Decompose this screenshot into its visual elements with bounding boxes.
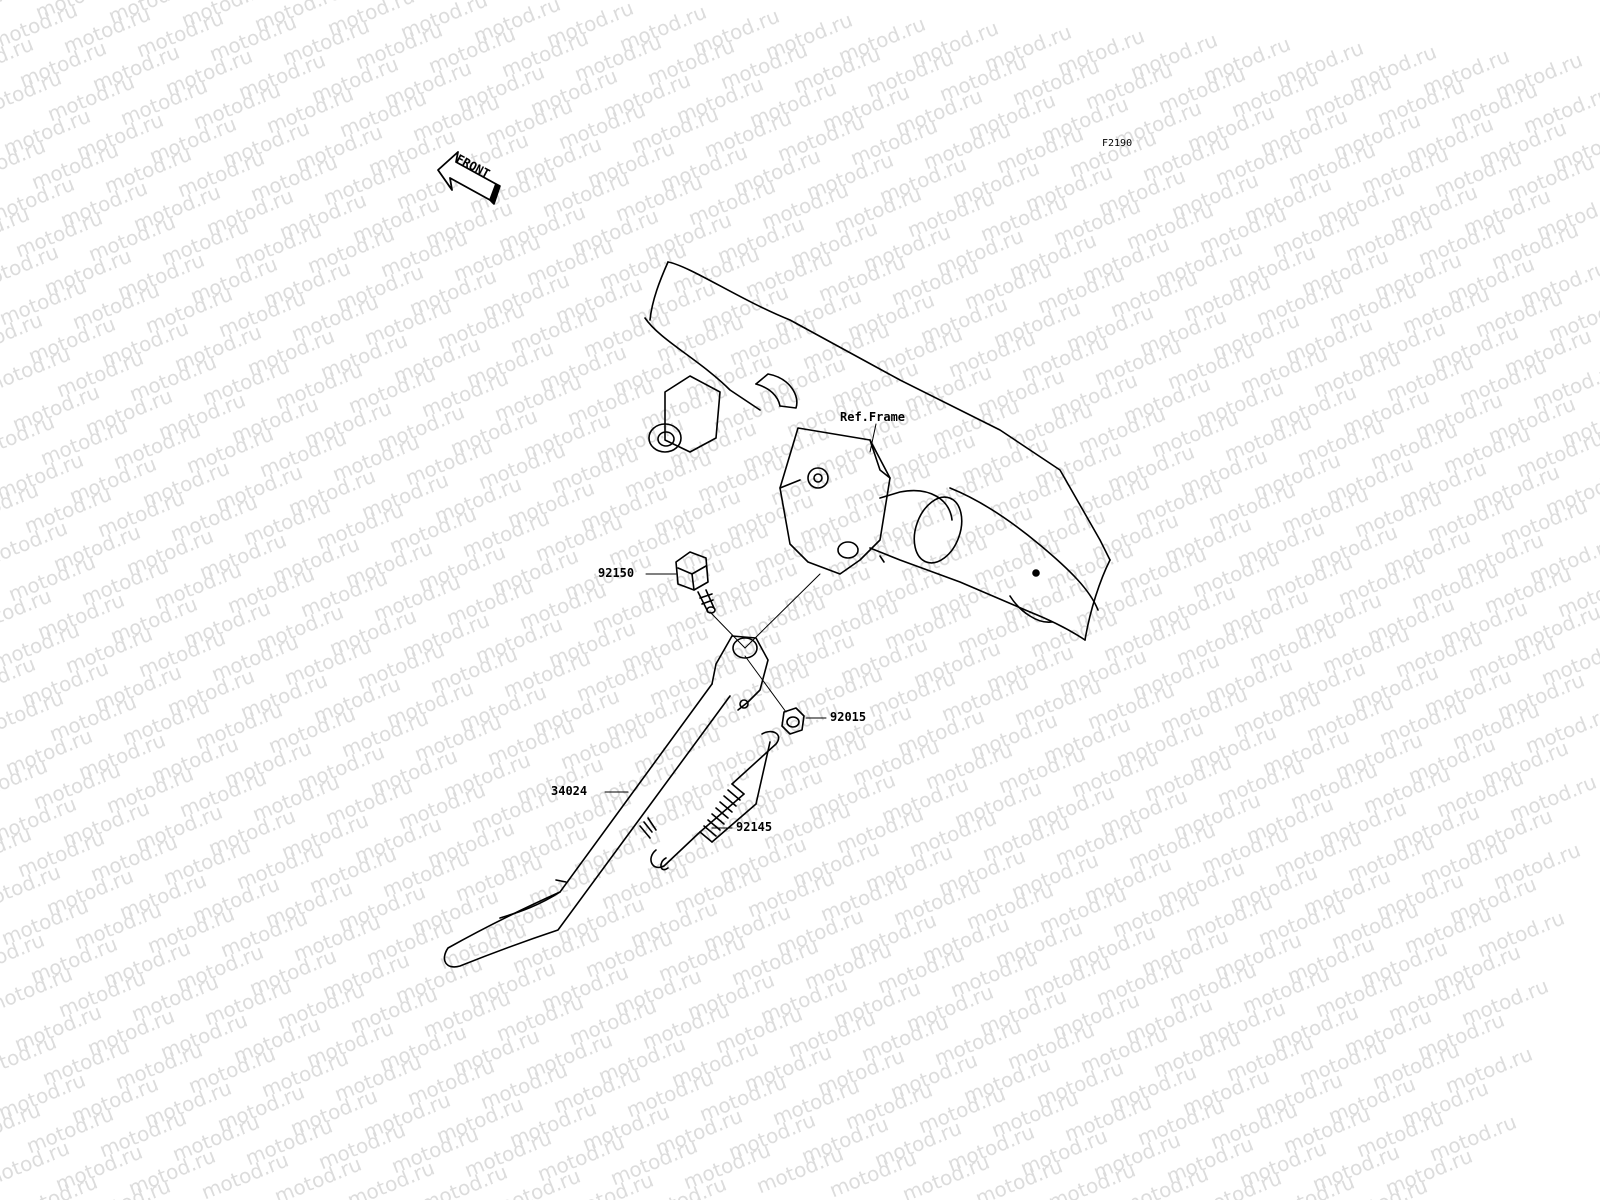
callout-ref-frame: Ref.Frame — [840, 410, 906, 424]
callout-34024: 34024 — [551, 784, 588, 798]
front-arrow-icon: FRONT — [437, 151, 501, 205]
bolt-92150 — [675, 551, 716, 614]
nut-92015 — [781, 707, 805, 735]
side-stand-34024 — [443, 635, 769, 968]
leader-lines — [604, 423, 877, 829]
diagram-code: F2190 — [1102, 138, 1133, 149]
callout-92150: 92150 — [598, 566, 635, 580]
spring-92145 — [650, 730, 780, 871]
frame-tube — [644, 261, 1111, 641]
callout-92015: 92015 — [830, 710, 867, 724]
callout-92145: 92145 — [736, 820, 773, 834]
